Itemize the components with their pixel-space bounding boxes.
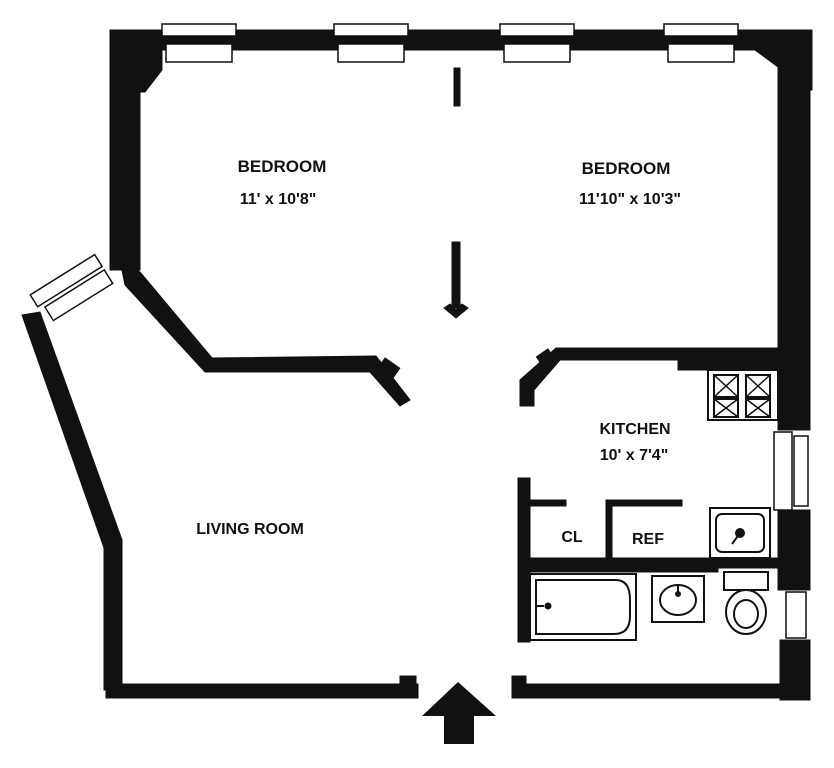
- kitchen-angled-wall: [519, 347, 681, 407]
- kitchen-name: KITCHEN: [599, 421, 670, 438]
- bedroom-right-name: BEDROOM: [582, 159, 671, 178]
- closet-top-wall: [517, 499, 567, 507]
- bottom-wall-right: [511, 683, 811, 699]
- bath-top-wall-right: [715, 557, 783, 569]
- window-icon: [161, 23, 237, 63]
- bedroom-right-dimensions: 11'10" x 10'3": [579, 191, 681, 208]
- bathroom-sink-icon: [651, 575, 705, 623]
- bath-top-wall: [517, 557, 719, 573]
- window-icon: [499, 23, 575, 63]
- closet-label: CL: [561, 529, 583, 546]
- door-jamb-right: [511, 675, 527, 689]
- partition-lower: [451, 241, 461, 309]
- window-icon: [29, 253, 114, 322]
- refrigerator-label: REF: [632, 531, 664, 548]
- right-wall-middle: [777, 509, 811, 591]
- kitchen-top-wall: [677, 347, 783, 371]
- kitchen-lower-left-wall: [517, 477, 531, 559]
- bath-left-wall: [517, 571, 531, 643]
- bathtub-icon: [529, 573, 637, 641]
- bedroom-left-name: BEDROOM: [238, 157, 327, 176]
- door-jamb-left: [399, 675, 417, 689]
- partition-upper: [453, 67, 461, 107]
- kitchen-dimensions: 10' x 7'4": [600, 447, 669, 464]
- kitchen-sink-icon: [709, 507, 771, 559]
- top-left-wall: [109, 29, 163, 271]
- kitchen-door-stop: [535, 348, 555, 366]
- walls: [21, 29, 813, 701]
- closet-ref-divider: [605, 499, 613, 561]
- window-icon: [773, 431, 809, 511]
- bedroom-left-dimensions: 11' x 10'8": [240, 191, 317, 208]
- window-icon: [785, 591, 807, 639]
- windows: [29, 23, 809, 639]
- toilet-icon: [723, 571, 769, 635]
- bedroom-left-angled-wall: [119, 258, 411, 407]
- right-wall-upper: [777, 59, 811, 431]
- partition-end: [443, 303, 469, 319]
- door-stop: [377, 357, 401, 379]
- living-room-name: LIVING ROOM: [196, 521, 304, 538]
- stove-icon: [707, 369, 779, 421]
- left-wall-lower: [21, 311, 123, 691]
- window-icon: [663, 23, 739, 63]
- ref-top-wall: [611, 499, 683, 507]
- entry-arrow-icon: [422, 682, 496, 744]
- bottom-wall-left: [105, 683, 419, 699]
- window-icon: [333, 23, 409, 63]
